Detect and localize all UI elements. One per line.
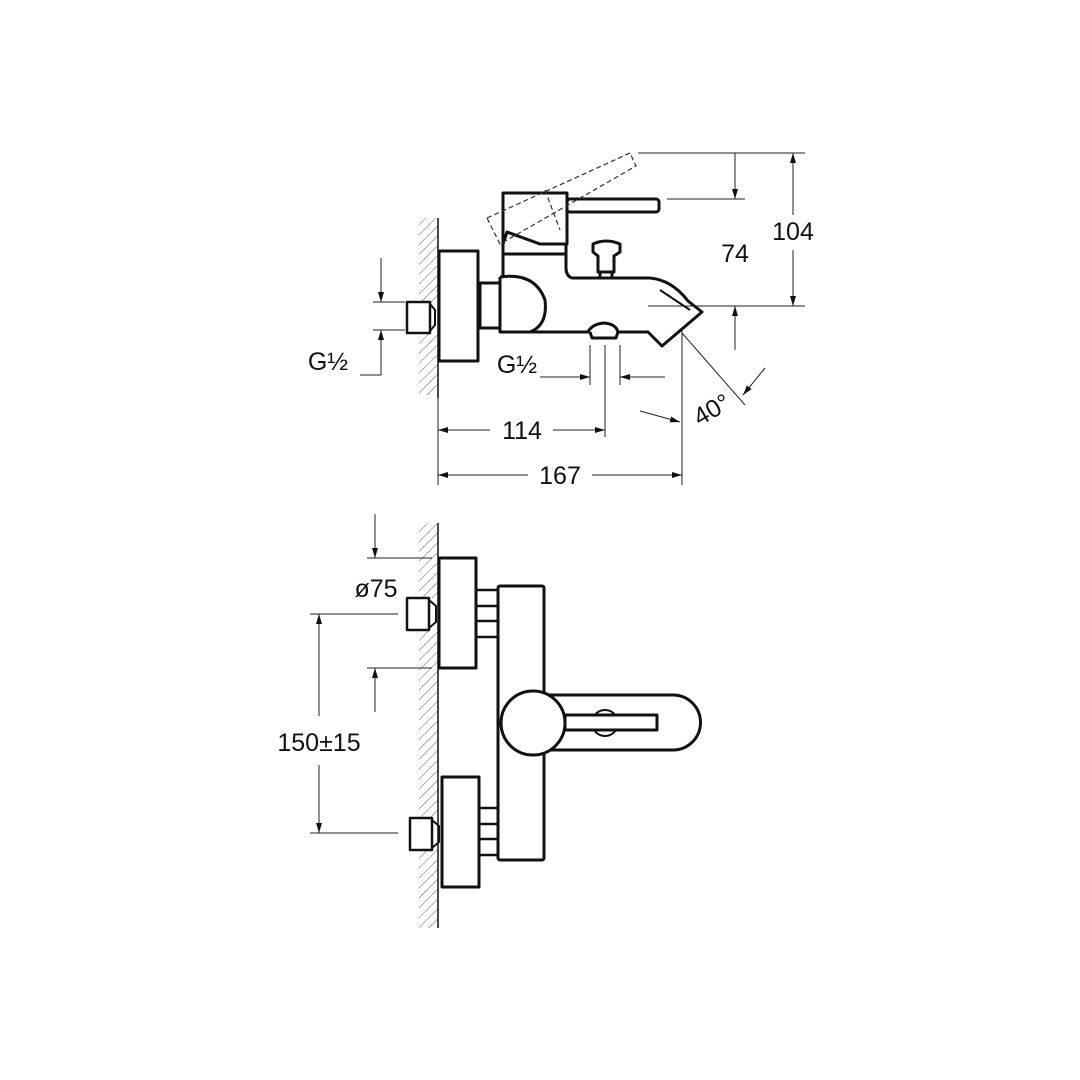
lower-connector <box>479 806 500 857</box>
lever-head <box>501 191 569 256</box>
wall-section <box>419 523 439 928</box>
dim-diverter-thread: G½ <box>497 351 537 379</box>
front-view: ø75 150±15 <box>277 514 702 928</box>
upper-inlet-nipple <box>405 596 437 632</box>
side-view: 104 74 G½ G½ 114 167 40° <box>308 152 814 490</box>
lower-inlet-nipple <box>408 816 440 852</box>
diverter-knob <box>591 239 622 280</box>
upper-flange <box>437 556 478 670</box>
dimension-lines <box>360 152 805 485</box>
dim-40-degrees: 40° <box>689 388 736 431</box>
mixer-body <box>498 244 704 348</box>
upper-connector <box>477 588 500 639</box>
dim-flange-diameter: ø75 <box>354 575 397 603</box>
lever-open-position <box>486 152 637 245</box>
wall-section <box>419 218 439 398</box>
dim-inlet-centres: 150±15 <box>277 729 360 757</box>
diverter-outlet <box>588 331 620 340</box>
lever-handle <box>563 713 659 732</box>
inlet-nipple <box>405 300 436 335</box>
dimension-lines <box>310 514 432 834</box>
neck <box>478 281 502 330</box>
dim-167: 167 <box>539 462 581 490</box>
lever-handle <box>565 197 661 214</box>
lower-flange <box>440 775 481 889</box>
dim-74: 74 <box>721 240 749 268</box>
dim-inlet-thread: G½ <box>308 348 348 376</box>
lever-hub <box>499 689 567 757</box>
wall-flange <box>437 249 480 363</box>
dim-114: 114 <box>502 417 542 445</box>
dim-104: 104 <box>772 218 814 246</box>
